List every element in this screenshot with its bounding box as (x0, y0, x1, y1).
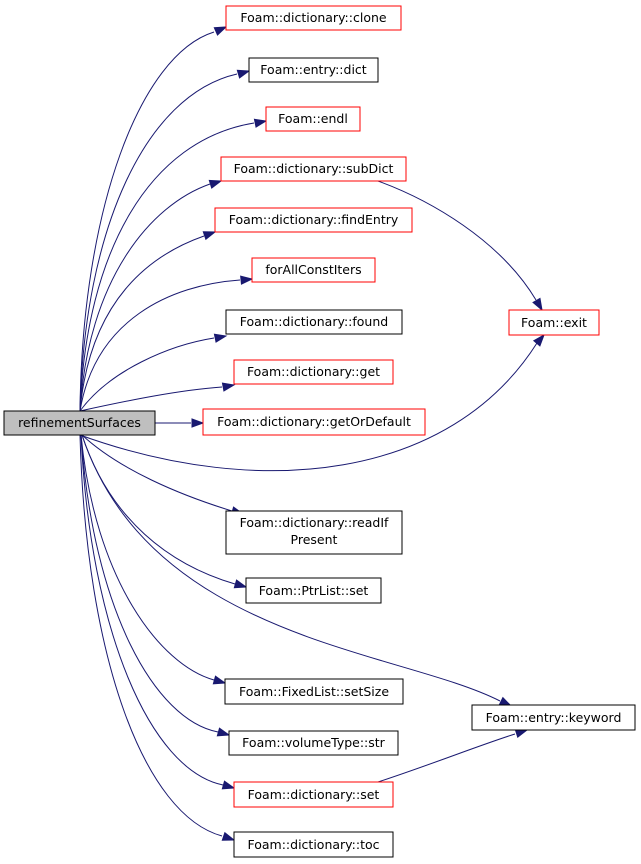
node-label-foam-dictionary-get: Foam::dictionary::get (247, 364, 380, 379)
node-foam-dictionary-subdict[interactable]: Foam::dictionary::subDict (220, 156, 407, 182)
node-foam-entry-dict[interactable]: Foam::entry::dict (248, 57, 379, 83)
node-label-foam-dictionary-toc: Foam::dictionary::toc (247, 837, 379, 852)
arrowhead-icon (532, 297, 543, 312)
node-foam-dictionary-clone[interactable]: Foam::dictionary::clone (225, 5, 402, 31)
arrowhead-icon (532, 333, 545, 347)
node-label-refinement-surfaces: refinementSurfaces (18, 415, 141, 430)
node-foam-entry-keyword[interactable]: Foam::entry::keyword (471, 704, 636, 731)
arrowhead-icon (514, 728, 529, 738)
arrowhead-icon (221, 780, 236, 790)
edge-root-to-subdict (79, 179, 223, 412)
node-label-foam-entry-dict: Foam::entry::dict (260, 62, 366, 77)
edge-root-to-ptrlist-set (81, 434, 248, 589)
edge-root-to-getordefault (155, 418, 205, 428)
arrowhead-icon (212, 675, 227, 685)
node-label-foam-dictionary-findentry: Foam::dictionary::findEntry (229, 212, 399, 227)
node-foam-fixedlist-setsize[interactable]: Foam::FixedList::setSize (224, 678, 404, 705)
edge-root-to-fixedlist-setsize (80, 434, 227, 685)
node-foam-dictionary-findentry[interactable]: Foam::dictionary::findEntry (214, 207, 413, 233)
edge-root-to-readifpresent (81, 434, 245, 516)
arrowhead-icon (221, 831, 236, 841)
node-foam-dictionary-readifpresent[interactable]: Foam::dictionary::readIf Present (225, 510, 403, 555)
arrowhead-icon (213, 26, 228, 36)
node-label-foam-dictionary-readifpresent-line2: Present (291, 532, 338, 547)
arrowhead-icon (208, 179, 223, 189)
node-label-foam-dictionary-found: Foam::dictionary::found (240, 314, 388, 329)
node-foam-exit[interactable]: Foam::exit (508, 309, 600, 336)
node-foam-dictionary-set[interactable]: Foam::dictionary::set (233, 781, 394, 808)
edge-root-to-exit (79, 333, 545, 472)
node-label-foam-fixedlist-setsize: Foam::FixedList::setSize (239, 684, 389, 699)
node-foam-volumetype-str[interactable]: Foam::volumeType::str (228, 730, 399, 756)
arrowhead-icon (240, 275, 254, 285)
node-foam-dictionary-toc[interactable]: Foam::dictionary::toc (233, 831, 394, 858)
edge-root-to-found (79, 333, 228, 412)
arrowhead-icon (236, 69, 251, 79)
node-label-foam-dictionary-set: Foam::dictionary::set (248, 787, 380, 802)
edge-root-to-toc (79, 434, 236, 841)
node-label-foam-dictionary-getordefault: Foam::dictionary::getOrDefault (217, 414, 411, 429)
edge-root-to-entry-dict (79, 69, 251, 412)
node-foam-endl[interactable]: Foam::endl (265, 106, 361, 132)
node-label-foam-dictionary-subdict: Foam::dictionary::subDict (234, 161, 394, 176)
edge-root-to-keyword (81, 434, 513, 707)
edge-dictionary-set-to-keyword (377, 728, 529, 783)
edge-root-to-forallconstiters (79, 275, 254, 412)
arrowhead-icon (191, 418, 205, 428)
node-label-forallconstiters: forAllConstIters (265, 262, 361, 277)
edge-subdict-to-exit (377, 180, 543, 312)
node-label-foam-ptrlist-set: Foam::PtrList::set (259, 583, 369, 598)
arrowhead-icon (233, 579, 248, 589)
arrowhead-icon (202, 231, 217, 241)
edge-root-to-get (79, 382, 236, 412)
node-label-foam-endl: Foam::endl (278, 111, 348, 126)
node-forallconstiters[interactable]: forAllConstIters (251, 257, 376, 283)
edge-root-to-dictionary-set (80, 434, 236, 790)
edge-root-to-volumetype-str (80, 434, 231, 737)
edge-root-to-findentry (79, 231, 217, 412)
node-foam-dictionary-found[interactable]: Foam::dictionary::found (225, 309, 403, 335)
edge-root-to-clone (79, 26, 228, 412)
node-label-foam-volumetype-str: Foam::volumeType::str (242, 735, 386, 750)
node-foam-dictionary-getordefault[interactable]: Foam::dictionary::getOrDefault (202, 408, 426, 436)
call-edges (79, 26, 545, 841)
node-label-foam-entry-keyword: Foam::entry::keyword (486, 710, 622, 725)
arrowhead-icon (253, 118, 268, 128)
node-refinement-surfaces[interactable]: refinementSurfaces (3, 410, 156, 436)
node-foam-dictionary-get[interactable]: Foam::dictionary::get (233, 359, 394, 385)
arrowhead-icon (213, 333, 228, 343)
arrowhead-icon (221, 382, 236, 392)
arrowhead-icon (216, 727, 231, 737)
node-foam-ptrlist-set[interactable]: Foam::PtrList::set (245, 577, 382, 604)
node-label-foam-dictionary-clone: Foam::dictionary::clone (240, 10, 387, 25)
edge-root-to-endl (79, 118, 268, 412)
node-label-foam-exit: Foam::exit (521, 315, 587, 330)
node-label-foam-dictionary-readifpresent-line1: Foam::dictionary::readIf (240, 515, 389, 530)
